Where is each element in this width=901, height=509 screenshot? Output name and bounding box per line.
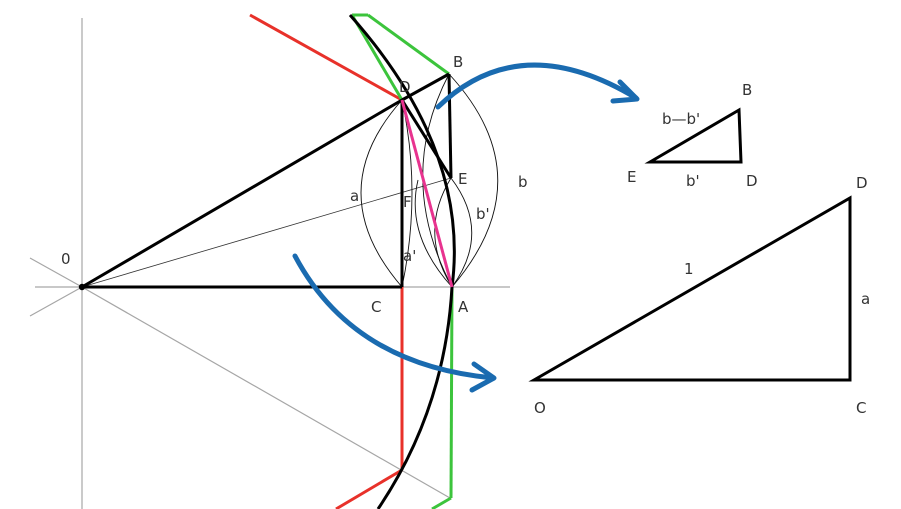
line-origin-to-E xyxy=(81,177,452,288)
label-B: B xyxy=(453,53,463,71)
black-lines xyxy=(81,72,453,289)
label-origin: 0 xyxy=(61,250,71,268)
arc-a-right xyxy=(401,99,413,288)
small-triangle-label-hyp: b—b' xyxy=(662,110,700,128)
right-triangle-label-D: D xyxy=(856,174,868,192)
segment-BE xyxy=(447,73,453,179)
green-top-diagonal xyxy=(367,13,450,76)
red-lines xyxy=(249,13,404,509)
arrow-upper-head xyxy=(610,79,640,104)
green-vertical xyxy=(449,286,454,499)
right-triangle-label-hyp: 1 xyxy=(684,260,694,278)
red-lower-diagonal xyxy=(335,468,403,509)
arc-a-left xyxy=(360,99,403,288)
label-b: b xyxy=(518,173,528,191)
small-triangle xyxy=(644,107,743,164)
label-D: D xyxy=(399,78,411,96)
label-a: a xyxy=(350,187,359,205)
small-triangle-label-B: B xyxy=(742,81,752,99)
small-triangle-label-E: E xyxy=(627,168,636,186)
arc-aprime-left xyxy=(414,179,453,288)
ray-to-lower-green xyxy=(81,286,451,499)
right-triangle-label-O: O xyxy=(534,399,546,417)
red-upper-diagonal xyxy=(249,13,403,102)
label-a-prime: a' xyxy=(403,247,416,265)
segment-DE xyxy=(400,99,453,179)
ray-upper-left xyxy=(29,257,83,288)
arc-braces xyxy=(360,73,499,288)
segment-DB xyxy=(401,72,450,102)
label-F: F xyxy=(403,193,412,211)
axes xyxy=(29,18,510,509)
blue-arrows xyxy=(292,62,640,393)
arrow-lower-head xyxy=(469,361,497,393)
label-E: E xyxy=(458,170,467,188)
label-b-prime: b' xyxy=(476,205,490,223)
right-triangle-label-vert: a xyxy=(861,290,870,308)
label-A: A xyxy=(458,298,469,316)
arrow-lower-curve xyxy=(292,253,496,381)
right-triangle xyxy=(528,195,852,382)
arc-b-outer xyxy=(448,73,499,288)
segment-OD xyxy=(81,98,403,289)
small-triangle-label-D: D xyxy=(746,172,758,190)
small-triangle-label-base: b' xyxy=(686,172,700,190)
arc-bprime-right xyxy=(450,177,473,288)
label-C: C xyxy=(371,298,381,316)
origin-point xyxy=(78,283,86,291)
arrow-upper-curve xyxy=(435,62,639,110)
ray-lower-left xyxy=(29,286,83,317)
right-triangle-label-C: C xyxy=(856,399,866,417)
magenta-segment-DA xyxy=(400,99,454,288)
arc-bprime-left xyxy=(434,177,453,288)
green-lower-diagonal xyxy=(431,496,452,509)
